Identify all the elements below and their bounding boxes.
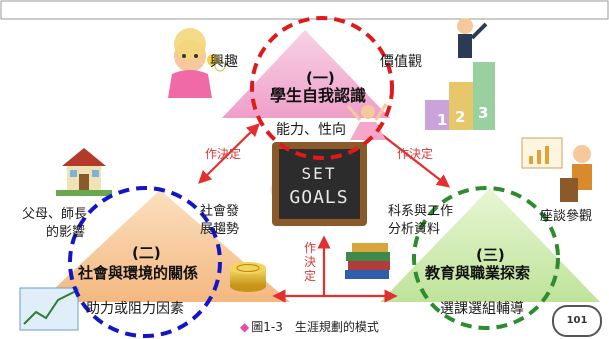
label-dept-line1: 科系與工作 bbox=[388, 204, 454, 219]
label-social-line1: 社會發 bbox=[200, 204, 240, 219]
arrow-right-label: 作決定 bbox=[397, 147, 434, 161]
left-title: 社會與環境的關係 bbox=[78, 264, 199, 282]
label-course: 選課選組輔導 bbox=[440, 301, 524, 317]
blue-dashed-circle bbox=[68, 186, 222, 338]
figure-caption: ◆圖1-3 生涯規劃的模式 bbox=[240, 318, 379, 335]
businessman-stairs-icon bbox=[425, 18, 495, 130]
top-pink-triangle bbox=[222, 30, 390, 118]
label-parents-line2: 的影響 bbox=[46, 225, 86, 240]
left-number: (二) bbox=[132, 244, 161, 262]
chalkboard-line2: GOALS bbox=[289, 187, 348, 208]
label-parents-line1: 父母、師長 bbox=[22, 207, 88, 222]
top-frame bbox=[0, 0, 609, 20]
figure-caption-text: 圖1-3 生涯規劃的模式 bbox=[251, 320, 379, 334]
label-dept-line2: 分析資料 bbox=[388, 222, 441, 237]
arrow-bottom-label-3: 定 bbox=[304, 269, 317, 283]
label-interest: 興趣 bbox=[210, 54, 238, 70]
top-title: 學生自我認識 bbox=[270, 86, 367, 105]
speaker-chart-icon bbox=[521, 137, 592, 202]
green-dashed-circle bbox=[412, 186, 560, 330]
house-icon bbox=[56, 148, 112, 196]
block-2: 2 bbox=[455, 108, 465, 126]
red-dashed-circle bbox=[250, 16, 394, 160]
arrow-bottom-label-1: 作 bbox=[304, 241, 317, 255]
block-3: 3 bbox=[478, 104, 488, 122]
arrow-left-label: 作決定 bbox=[205, 147, 242, 161]
label-values: 價值觀 bbox=[380, 54, 422, 70]
right-title: 教育與職業探索 bbox=[425, 264, 531, 282]
left-orange-triangle bbox=[40, 190, 290, 302]
flower-girl-icon bbox=[168, 28, 226, 98]
page-number: 101 bbox=[552, 305, 602, 337]
right-green-triangle bbox=[380, 188, 600, 302]
growth-chart-icon bbox=[19, 287, 79, 331]
block-1: 1 bbox=[437, 111, 447, 129]
coins-icon bbox=[230, 262, 266, 292]
label-factors: 助力或阻力因素 bbox=[86, 301, 184, 317]
label-ability: 能力、性向 bbox=[276, 122, 346, 138]
chalkboard-line1: SET bbox=[302, 164, 337, 183]
chalkboard bbox=[279, 149, 360, 219]
label-social-line2: 展趨勢 bbox=[200, 222, 240, 237]
arrow-left-decision bbox=[198, 123, 260, 184]
label-seminar: 座談參觀 bbox=[540, 209, 593, 224]
books-icon bbox=[345, 243, 390, 279]
diamond-icon: ◆ bbox=[240, 320, 250, 334]
right-number: (三) bbox=[476, 246, 505, 264]
top-number: (一) bbox=[306, 69, 335, 87]
arrow-bottom-label-2: 決 bbox=[304, 255, 317, 269]
ballerina-icon bbox=[346, 103, 388, 140]
